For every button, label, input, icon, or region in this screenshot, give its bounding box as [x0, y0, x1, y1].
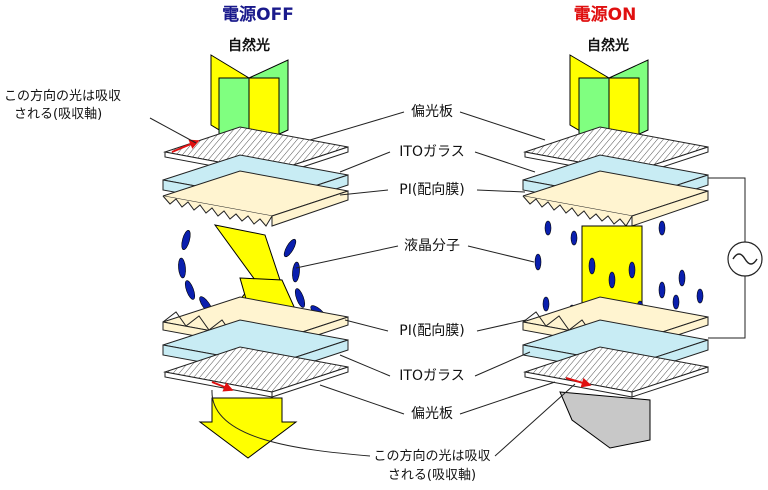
label-ito-top: ITOガラス: [399, 144, 464, 160]
ac-source-icon: [727, 241, 763, 277]
absorb-axis-arrow-bottom-left: [211, 381, 234, 392]
absorb-note-left-line1: この方向の光は吸収: [4, 88, 121, 104]
panel-power-off: 電源OFF 自然光: [4, 4, 349, 459]
output-light-left: [198, 397, 298, 459]
lc-molecules-right: [534, 220, 704, 324]
label-polarizer-top: 偏光板: [411, 104, 453, 120]
center-labels: 偏光板 ITOガラス PI(配向膜) 液晶分子 PI(配向膜) ITOガラス 偏…: [211, 104, 576, 483]
panel-power-on: 電源ON 自然光: [522, 4, 763, 449]
absorb-note-bottom-line1: この方向の光は吸収: [373, 448, 490, 464]
absorb-note-left-line2: される(吸収軸): [14, 107, 102, 122]
ac-wire: [708, 177, 746, 242]
title-power-on: 電源ON: [574, 4, 637, 25]
natural-light-beam-left: [210, 54, 289, 169]
label-ito-bottom: ITOガラス: [399, 368, 464, 384]
absorb-axis-arrow-top-left: [171, 139, 200, 153]
label-pi-top: PI(配向膜): [399, 182, 465, 198]
title-power-off: 電源OFF: [222, 4, 294, 25]
absorb-note-bottom-line2: される(吸収軸): [388, 468, 476, 483]
label-lc-molecule: 液晶分子: [404, 238, 460, 254]
label-pi-bottom: PI(配向膜): [399, 323, 465, 339]
natural-light-label-left: 自然光: [228, 37, 270, 54]
natural-light-label-right: 自然光: [587, 37, 629, 54]
absorb-axis-arrow-bottom-right: [565, 377, 592, 388]
label-polarizer-bottom: 偏光板: [411, 406, 453, 422]
blocked-light-right: [559, 391, 651, 449]
